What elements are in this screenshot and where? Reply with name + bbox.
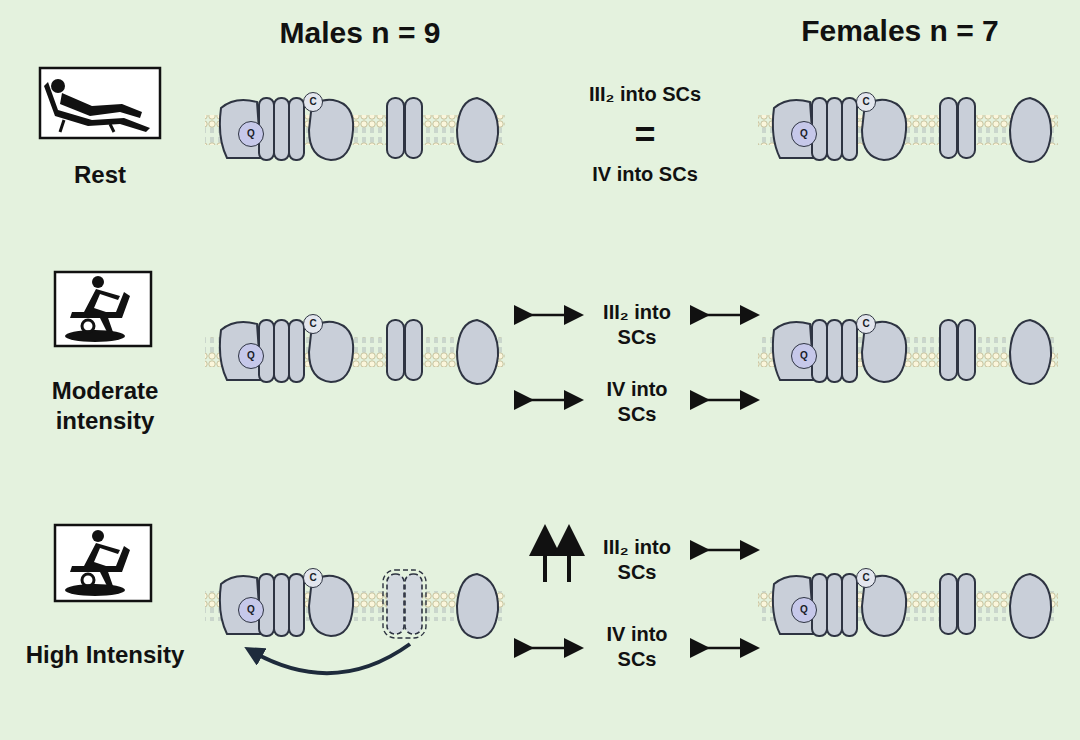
membrane: [205, 98, 505, 162]
complex-iii: [842, 98, 857, 160]
column-heading: Males n = 9: [180, 14, 540, 52]
complex-iii: [827, 320, 842, 382]
node-text: C: [862, 97, 869, 107]
up-arrow: [567, 540, 571, 582]
comparison-text: IV into SCs: [592, 377, 682, 427]
ubiquinone-circle: Q: [238, 121, 264, 147]
atp-synthase: [457, 320, 498, 384]
complex-iv-dimer: [940, 574, 957, 634]
complex-iii: [289, 574, 304, 636]
cytochrome-c-circle: C: [303, 92, 323, 112]
membrane: [205, 320, 505, 384]
double-arrow: [700, 399, 750, 402]
condition-label: Rest: [15, 160, 185, 190]
complex-iv-dimer: [405, 320, 422, 380]
complex-iii: [289, 320, 304, 382]
complex-iv-dimer: [405, 574, 422, 634]
complex-iv-dimer: [940, 320, 957, 380]
double-arrow: [700, 314, 750, 317]
ubiquinone-circle: Q: [791, 597, 817, 623]
node-text: Q: [247, 129, 255, 139]
membrane: [205, 570, 505, 673]
ubiquinone-circle: Q: [238, 343, 264, 369]
complex-iii: [274, 574, 289, 636]
double-arrow: [700, 647, 750, 650]
cytochrome-c-circle: C: [303, 568, 323, 588]
ubiquinone-circle: Q: [791, 343, 817, 369]
up-arrow: [543, 540, 547, 582]
atp-synthase: [1010, 320, 1051, 384]
membrane: [758, 98, 1058, 162]
condition-label: Moderate intensity: [20, 376, 190, 436]
equals-sign: =: [615, 112, 675, 157]
condition-label: High Intensity: [20, 640, 190, 670]
atp-synthase: [457, 98, 498, 162]
complex-iii: [827, 98, 842, 160]
rest-icon: [40, 68, 160, 138]
comparison-text: IV into SCs: [545, 162, 745, 187]
curved-arrow: [253, 644, 410, 673]
comparison-text: III₂ into SCs: [582, 535, 692, 585]
complex-iii: [842, 574, 857, 636]
atp-synthase: [1010, 574, 1051, 638]
cytochrome-c-circle: C: [856, 314, 876, 334]
node-text: C: [309, 319, 316, 329]
complex-iv-dimer: [958, 320, 975, 380]
complex-iii: [274, 320, 289, 382]
node-text: Q: [800, 351, 808, 361]
dashed-outline: [383, 570, 426, 638]
atp-synthase: [1010, 98, 1051, 162]
node-text: Q: [247, 605, 255, 615]
complex-iii: [274, 98, 289, 160]
comparison-arrows: [524, 315, 750, 648]
complex-iv-dimer: [958, 98, 975, 158]
comparison-text: III₂ into SCs: [582, 300, 692, 350]
bike-icon: [55, 272, 151, 346]
membrane: [758, 320, 1058, 384]
column-heading: Females n = 7: [720, 12, 1080, 50]
complex-iii: [289, 98, 304, 160]
ubiquinone-circle: Q: [238, 597, 264, 623]
node-text: C: [309, 97, 316, 107]
ubiquinone-circle: Q: [791, 121, 817, 147]
double-arrow: [524, 647, 574, 650]
cytochrome-c-circle: C: [856, 568, 876, 588]
membrane: [758, 574, 1058, 638]
node-text: C: [862, 319, 869, 329]
node-text: C: [309, 573, 316, 583]
cytochrome-c-circle: C: [856, 92, 876, 112]
complex-iv-dimer: [387, 320, 404, 380]
node-text: Q: [800, 605, 808, 615]
complex-iii: [842, 320, 857, 382]
node-text: C: [862, 573, 869, 583]
double-arrow: [524, 314, 574, 317]
comparison-text: III₂ into SCs: [545, 82, 745, 107]
double-arrow: [524, 399, 574, 402]
cytochrome-c-circle: C: [303, 314, 323, 334]
double-arrow: [700, 549, 750, 552]
comparison-text: IV into SCs: [592, 622, 682, 672]
complex-iii: [827, 574, 842, 636]
atp-synthase: [457, 574, 498, 638]
complex-iv-dimer: [958, 574, 975, 634]
node-text: Q: [800, 129, 808, 139]
bike-icon: [55, 525, 151, 601]
complex-iv-dimer: [405, 98, 422, 158]
complex-iv-dimer: [387, 574, 404, 634]
complex-iv-dimer: [387, 98, 404, 158]
node-text: Q: [247, 351, 255, 361]
membrane-group: [205, 98, 1058, 673]
complex-iv-dimer: [940, 98, 957, 158]
